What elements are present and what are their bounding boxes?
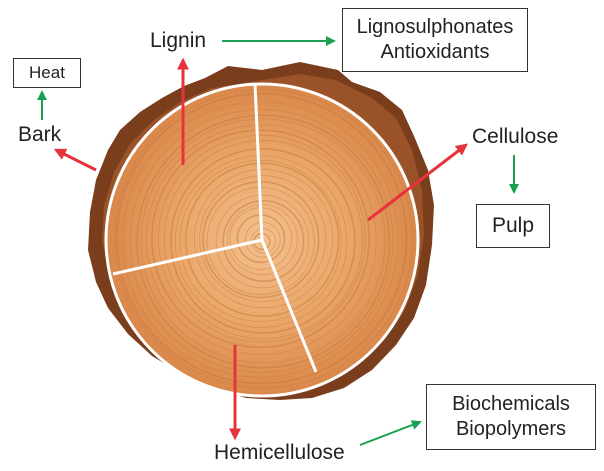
- bark-label: Bark: [18, 122, 61, 147]
- pulp-box: Pulp: [476, 204, 550, 248]
- lignin-products-box: Lignosulphonates Antioxidants: [342, 8, 528, 72]
- lignin-label: Lignin: [150, 28, 206, 53]
- cellulose-label: Cellulose: [472, 124, 558, 149]
- antioxidants-label: Antioxidants: [381, 40, 490, 65]
- hemicellulose-label: Hemicellulose: [214, 440, 345, 465]
- hemicellulose-products-box: Biochemicals Biopolymers: [426, 384, 596, 450]
- lignosulphonates-label: Lignosulphonates: [357, 15, 514, 40]
- biopolymers-label: Biopolymers: [456, 417, 566, 442]
- pulp-label: Pulp: [492, 213, 534, 239]
- heat-box: Heat: [13, 58, 81, 88]
- arrow-to-bark: [56, 150, 96, 170]
- arrow-hemicellulose-to-products: [360, 422, 420, 445]
- biochemicals-label: Biochemicals: [452, 392, 570, 417]
- heat-label: Heat: [29, 62, 65, 83]
